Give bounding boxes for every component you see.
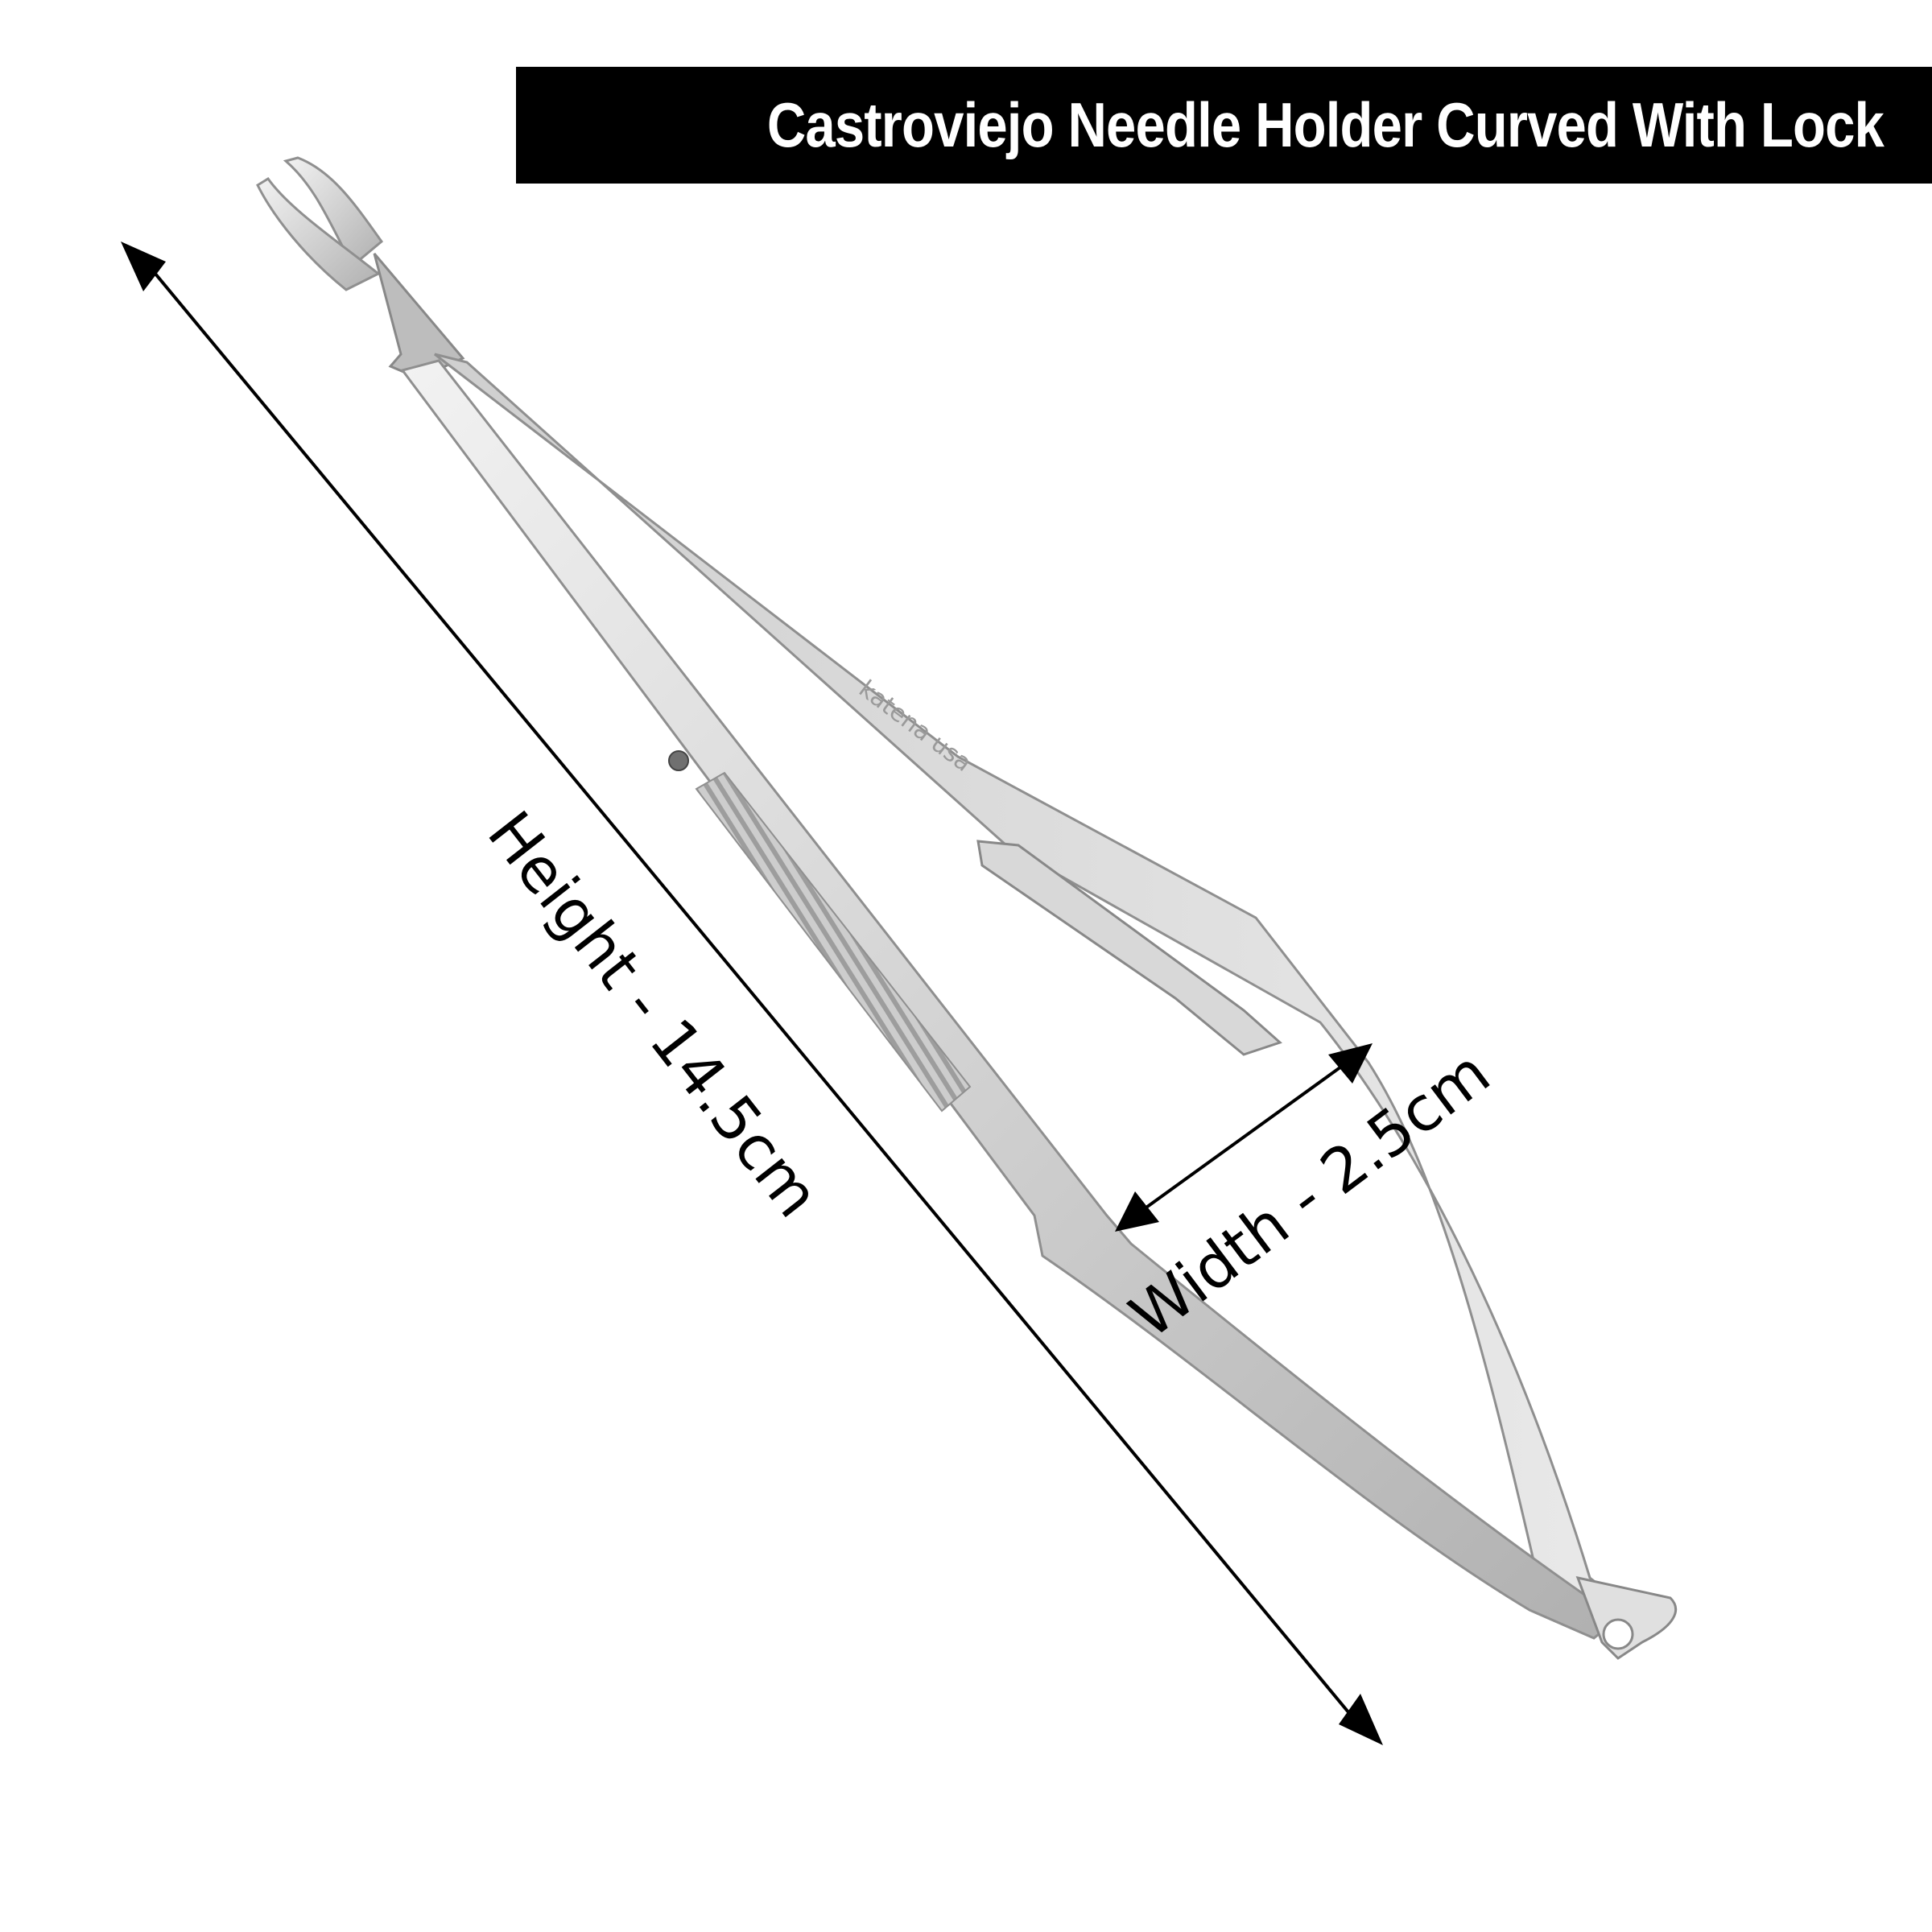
jaw-tip-upper xyxy=(283,156,384,268)
width-label: Width - 2.5cm xyxy=(1117,1036,1502,1352)
product-title: Castroviejo Needle Holder Curved With Lo… xyxy=(766,89,1885,160)
height-arrow xyxy=(121,242,1383,1745)
pivot-screw xyxy=(668,750,689,771)
width-arrow-head-right xyxy=(1328,1043,1373,1084)
width-arrow-head-left xyxy=(1115,1191,1159,1232)
height-arrow-head-bottom xyxy=(1339,1694,1383,1745)
width-arrow xyxy=(1115,1043,1373,1232)
title-banner: Castroviejo Needle Holder Curved With Lo… xyxy=(516,67,1932,184)
serrated-grip xyxy=(695,771,972,1113)
lock-ratchet xyxy=(976,840,1282,1056)
jaw-tip-lower xyxy=(256,176,381,291)
spring-end-hole xyxy=(1602,1618,1634,1650)
height-arrow-head-top xyxy=(121,242,166,291)
needle-holder-illustration: katena usa xyxy=(256,156,1678,1660)
left-arm xyxy=(400,359,1620,1640)
spring-end-loop xyxy=(1575,1575,1678,1660)
